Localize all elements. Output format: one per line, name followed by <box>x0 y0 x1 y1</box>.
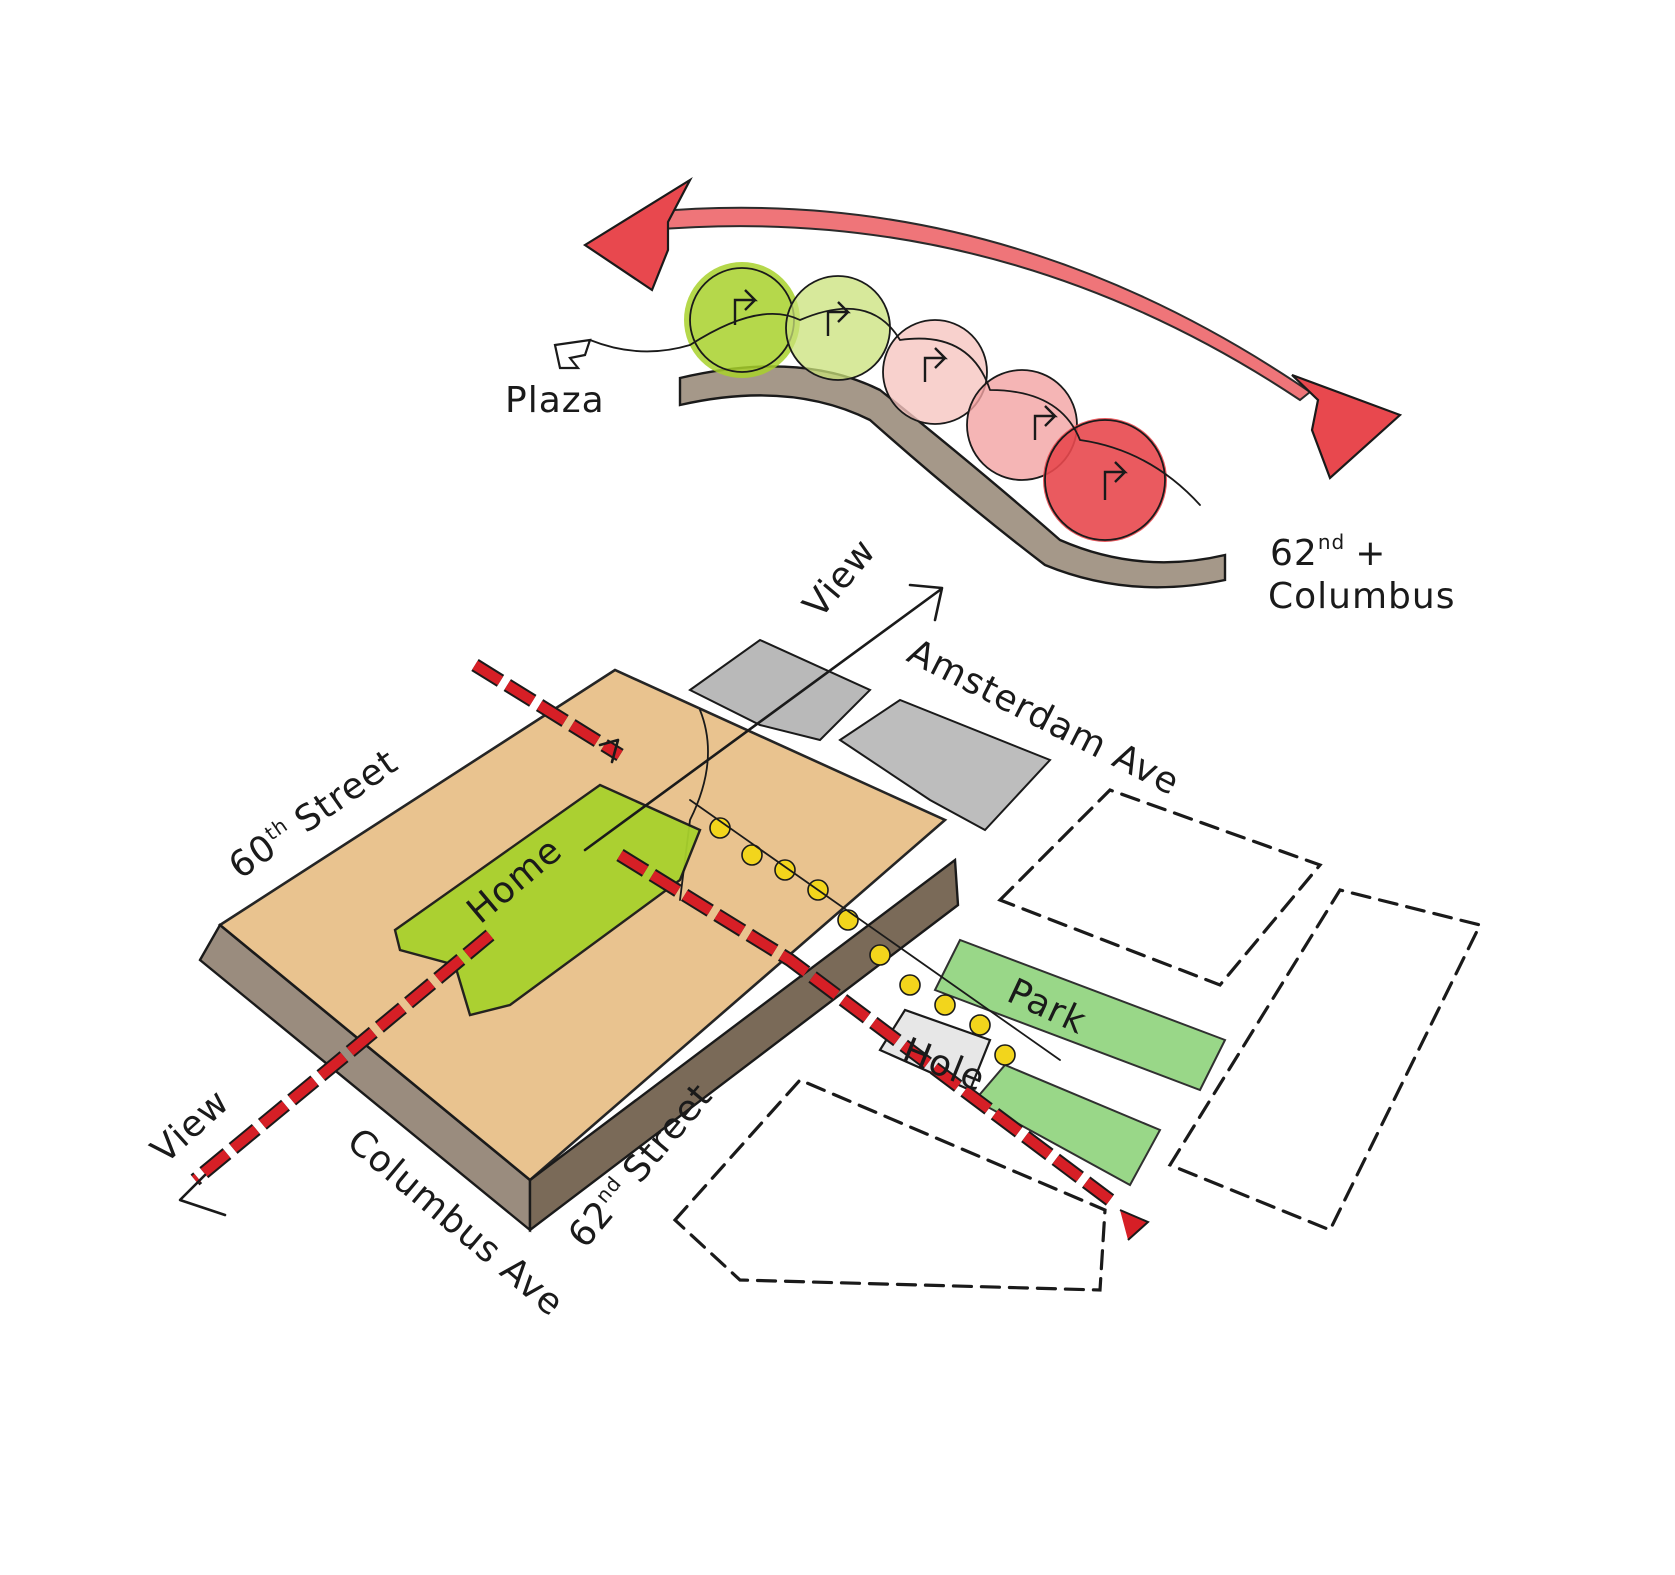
site-plan: View Amsterdam Ave 60thStreet Home Park … <box>144 531 1480 1325</box>
block-right-upper <box>1000 790 1320 985</box>
view-arrowhead-left-icon <box>180 1175 225 1215</box>
route-arrowhead-right-icon <box>1120 1210 1148 1240</box>
label-plaza: Plaza <box>505 380 605 421</box>
svg-text:62nd+: 62nd+ <box>1270 530 1386 574</box>
svg-text:Columbus: Columbus <box>1268 576 1455 617</box>
red-arrowhead-left-icon <box>585 180 690 290</box>
view-arrowhead-top-icon <box>910 585 942 620</box>
label-view-top: View <box>795 531 884 626</box>
red-arrowhead-right-icon <box>1292 375 1400 478</box>
sequence-diagram: Plaza 62nd+ Columbus <box>505 180 1455 617</box>
label-62-columbus: 62nd+ Columbus <box>1268 530 1455 617</box>
block-right-far <box>1170 890 1480 1230</box>
plaza-arrow-icon <box>555 340 590 368</box>
